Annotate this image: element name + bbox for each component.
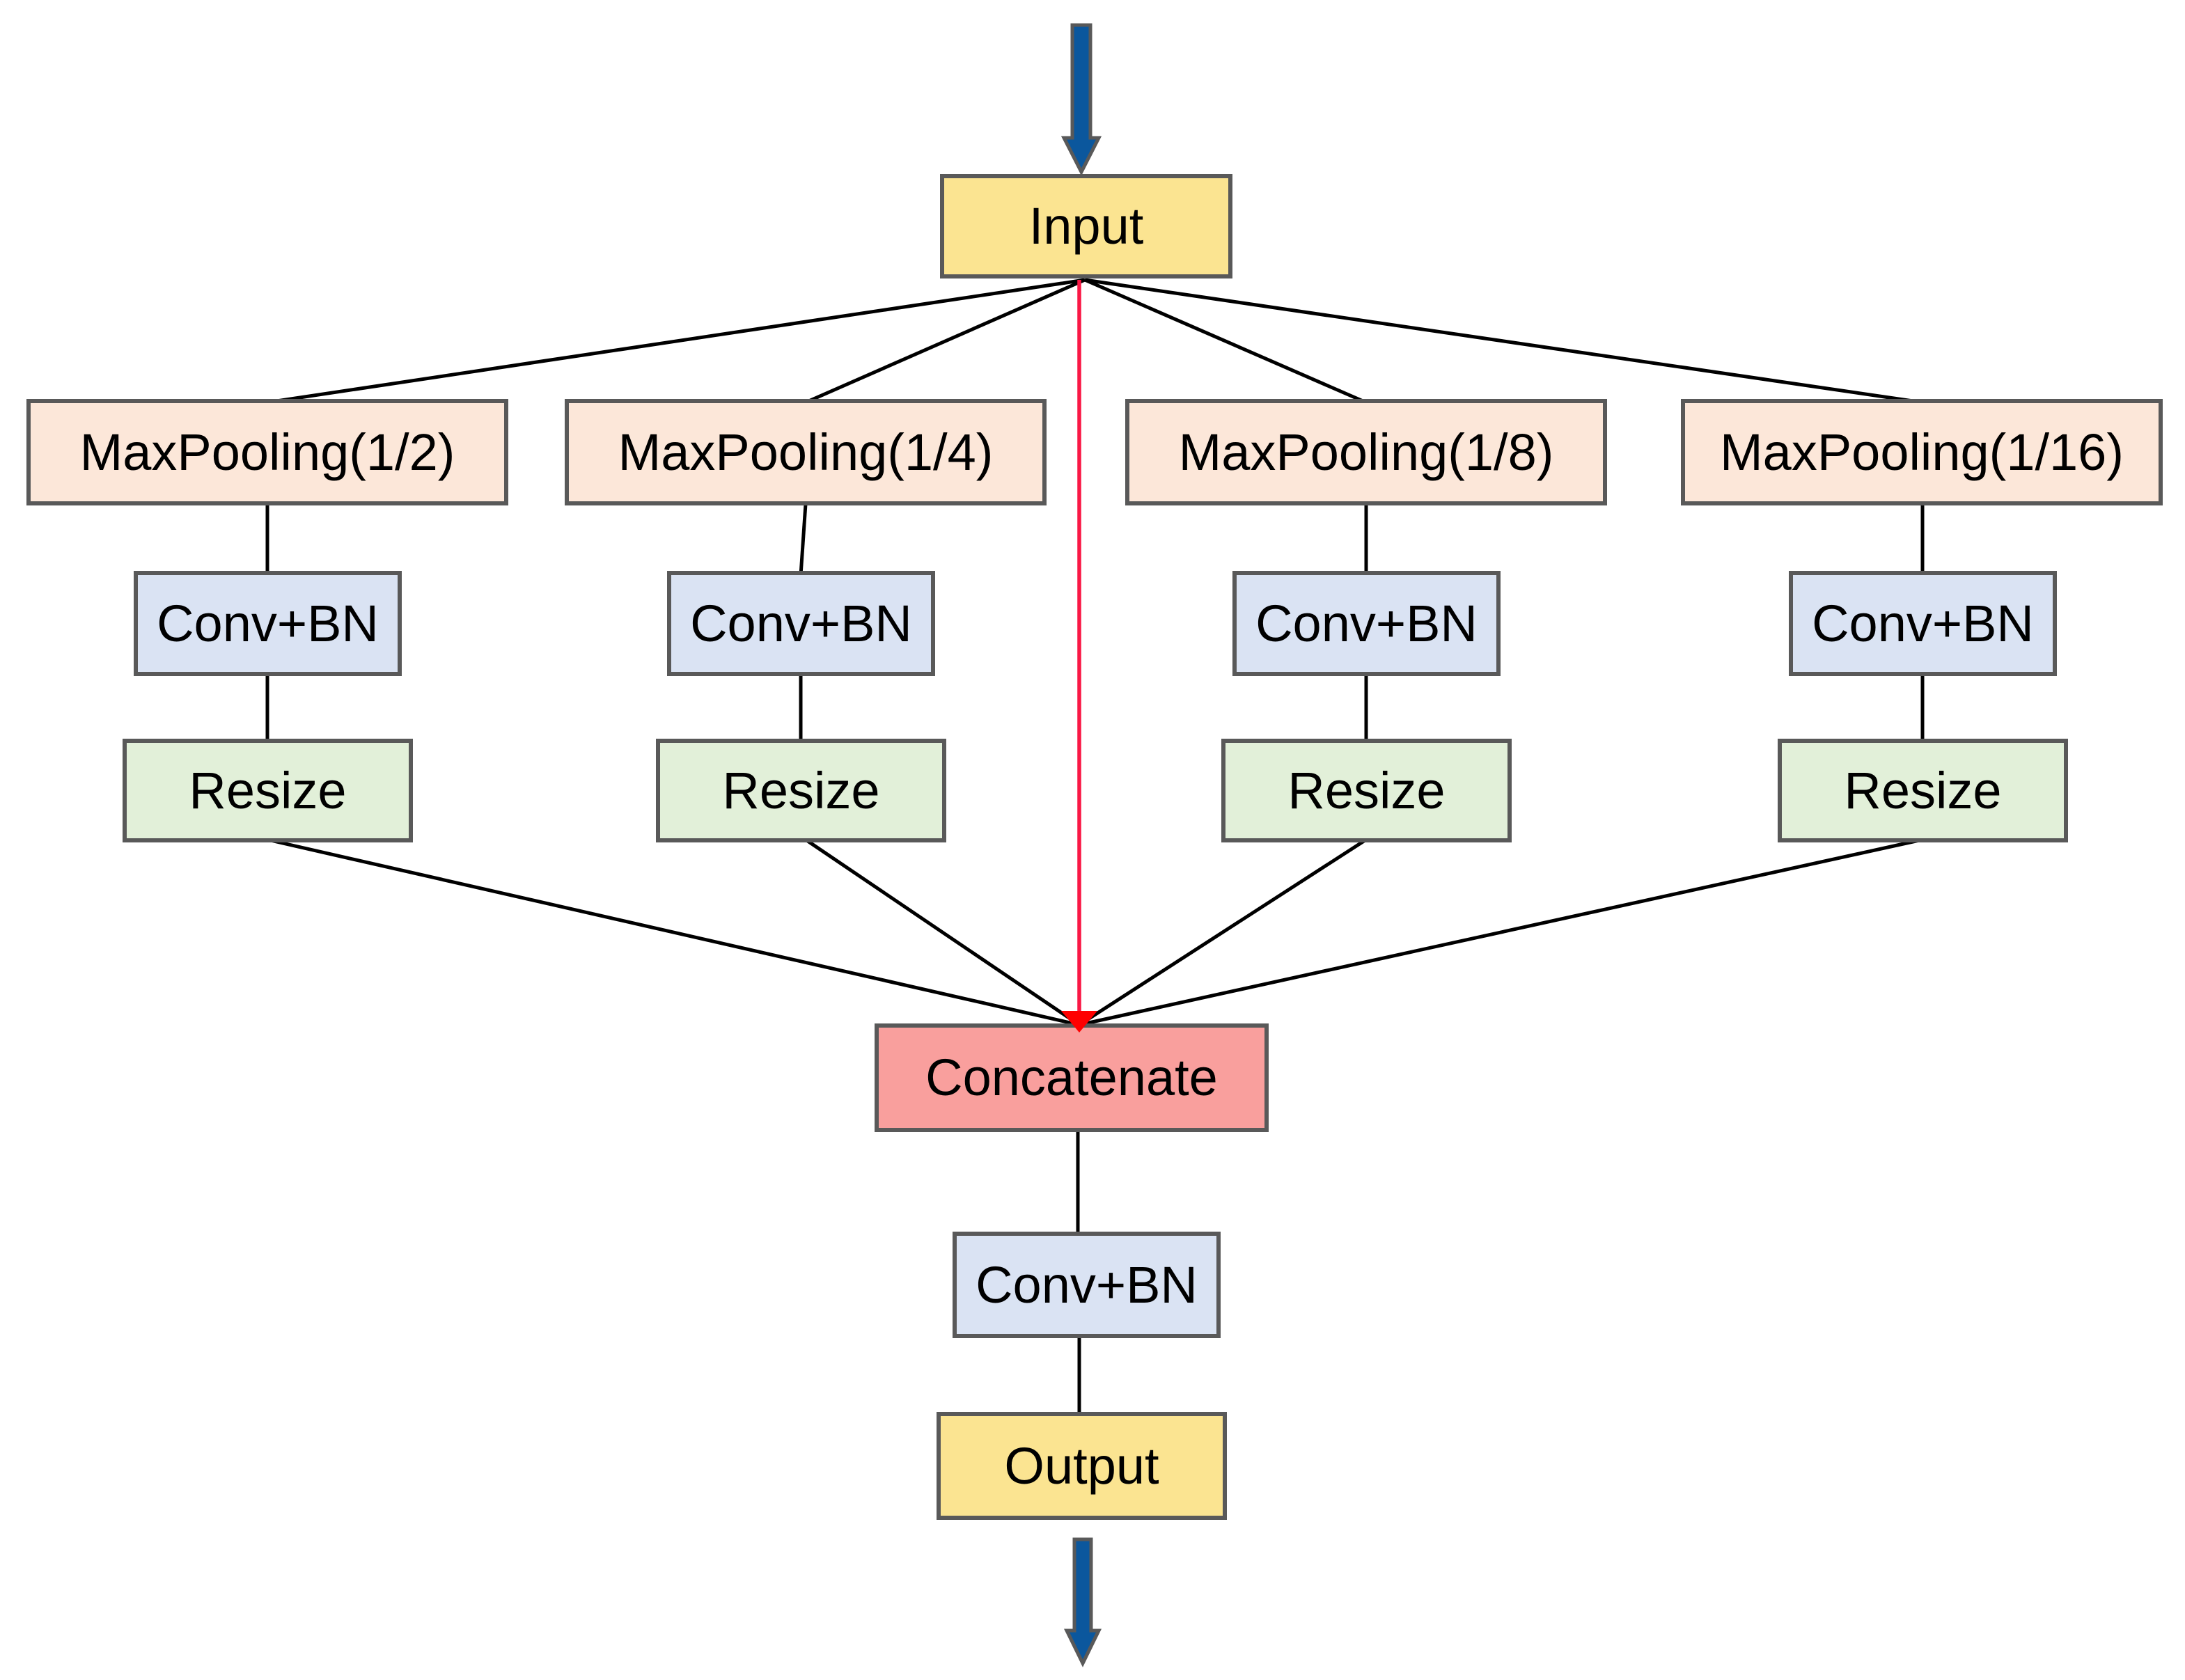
converge-line-resize-1 bbox=[267, 838, 1080, 1027]
maxpooling-1-2-label: MaxPooling(1/2) bbox=[79, 423, 455, 481]
maxpooling-1-8-box: MaxPooling(1/8) bbox=[1125, 399, 1607, 505]
conv-bn-label-branch-4: Conv+BN bbox=[1812, 594, 2034, 652]
maxpooling-1-16-label: MaxPooling(1/16) bbox=[1720, 423, 2124, 481]
resize-box-branch-4: Resize bbox=[1778, 739, 2068, 842]
converge-line-resize-2 bbox=[804, 838, 1081, 1027]
conv-bn-box-final: Conv+BN bbox=[953, 1232, 1221, 1338]
input-box: Input bbox=[940, 174, 1232, 278]
fan-line-input-to-maxpool-3 bbox=[1084, 278, 1367, 405]
conv-bn-box-branch-3: Conv+BN bbox=[1232, 571, 1501, 676]
output-arrow-icon bbox=[1063, 1537, 1102, 1667]
converge-line-resize-3 bbox=[1078, 838, 1368, 1027]
resize-box-branch-1: Resize bbox=[123, 739, 413, 842]
concatenate-box: Concatenate bbox=[875, 1023, 1269, 1132]
resize-label-branch-2: Resize bbox=[722, 761, 880, 819]
converge-line-resize-4 bbox=[1079, 838, 1923, 1027]
output-label: Output bbox=[1004, 1436, 1159, 1495]
concatenate-label: Concatenate bbox=[925, 1049, 1218, 1106]
resize-label-branch-3: Resize bbox=[1287, 761, 1446, 819]
maxpooling-1-4-label: MaxPooling(1/4) bbox=[618, 423, 994, 481]
resize-box-branch-2: Resize bbox=[656, 739, 946, 842]
conv-bn-box-branch-2: Conv+BN bbox=[667, 571, 935, 676]
input-label: Input bbox=[1028, 197, 1144, 255]
fan-line-input-to-maxpool-4 bbox=[1084, 278, 1923, 405]
resize-box-branch-3: Resize bbox=[1221, 739, 1512, 842]
conv-bn-label-branch-2: Conv+BN bbox=[690, 594, 912, 652]
fan-line-input-to-maxpool-1 bbox=[267, 278, 1086, 405]
resize-label-branch-1: Resize bbox=[189, 761, 347, 819]
input-arrow-icon bbox=[1060, 23, 1102, 176]
maxpooling-1-4-box: MaxPooling(1/4) bbox=[565, 399, 1047, 505]
conv-bn-label-branch-3: Conv+BN bbox=[1255, 594, 1478, 652]
conv-bn-label-final: Conv+BN bbox=[976, 1255, 1198, 1314]
resize-label-branch-4: Resize bbox=[1844, 761, 2002, 819]
maxpooling-1-8-label: MaxPooling(1/8) bbox=[1178, 423, 1554, 481]
maxpooling-1-2-box: MaxPooling(1/2) bbox=[26, 399, 508, 505]
conv-bn-box-branch-4: Conv+BN bbox=[1789, 571, 2057, 676]
output-box: Output bbox=[937, 1412, 1227, 1520]
fan-line-input-to-maxpool-2 bbox=[804, 278, 1086, 405]
maxpooling-1-16-box: MaxPooling(1/16) bbox=[1681, 399, 2163, 505]
conv-bn-label-branch-1: Conv+BN bbox=[157, 594, 379, 652]
conv-bn-box-branch-1: Conv+BN bbox=[134, 571, 402, 676]
connector-maxpool-conv-2 bbox=[799, 503, 808, 576]
